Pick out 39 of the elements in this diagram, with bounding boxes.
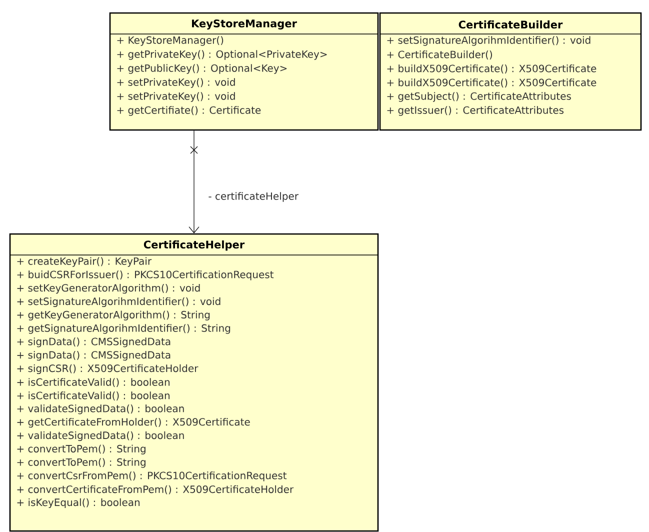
- method-text: + getCertifiate() : Certificate: [117, 106, 261, 116]
- method-text: + createKeyPair() : KeyPair: [17, 257, 152, 267]
- method-text: + isCertificateValid() : boolean: [17, 378, 170, 388]
- method-text: + convertToPem() : String: [17, 458, 146, 468]
- method-text: + isCertificateValid() : boolean: [17, 392, 170, 400]
- method-text: + convertToPem() : String: [17, 444, 146, 454]
- method-text: + getPrivateKey() : Optional<PrivateKey>: [117, 50, 327, 60]
- class-name: KeyStoreManager: [192, 19, 297, 30]
- method-text: + convertCertificateFromPem() : X509CertificateHolder: [17, 485, 294, 494]
- method-text: + KeyStoreManager(): [117, 36, 224, 46]
- method-text: + setPrivateKey() : void: [117, 78, 235, 88]
- method-text: + setSignatureAlgorihmIdentifier() : void: [387, 36, 590, 46]
- method-text: + getCertificateFromHolder() : X509Certificate: [17, 418, 250, 428]
- method-text: + signData() : CMSSignedData: [17, 338, 170, 348]
- method-text: + setSignatureAlgorihmIdentifier() : void: [17, 297, 220, 308]
- method-text: + getIssuer() : CertificateAttributes: [387, 106, 564, 116]
- method-text: + signCSR() : X509CertificateHolder: [17, 364, 198, 374]
- method-text: + validateSignedData() : boolean: [17, 431, 184, 442]
- method-text: + getPublicKey() : Optional<Key>: [117, 64, 287, 74]
- method-text: + convertCsrFromPem() : PKCS10CertificationRequest: [17, 472, 287, 482]
- association-arrow: [188, 130, 200, 234]
- class-box: [379, 12, 642, 131]
- method-text: + buidCSRForIssuer() : PKCS10CertificationRequest: [17, 270, 274, 280]
- method-text: + setPrivateKey() : void: [117, 92, 235, 102]
- method-text: + buildX509Certificate() : X509Certificate: [387, 78, 596, 88]
- method-text: + setKeyGeneratorAlgorithm() : void: [17, 284, 200, 294]
- edge-label: - certificateHelper: [208, 192, 298, 202]
- method-text: + getKeyGeneratorAlgorithm() : String: [17, 310, 210, 320]
- class-name: CertificateHelper: [144, 240, 245, 251]
- method-text: + getSubject() : CertificateAttributes: [387, 92, 571, 102]
- method-text: + signData() : CMSSignedData: [17, 350, 170, 361]
- method-text: + getSignatureAlgorihmIdentifier() : String: [17, 324, 230, 334]
- class-box: [109, 12, 379, 131]
- method-text: + validateSignedData() : boolean: [17, 404, 184, 414]
- class-box: [9, 233, 379, 532]
- method-text: + buildX509Certificate() : X509Certificate: [387, 64, 596, 74]
- method-text: + isKeyEqual() : boolean: [17, 498, 140, 508]
- class-name: CertificateBuilder: [458, 20, 563, 29]
- method-text: + CertificateBuilder(): [387, 50, 492, 60]
